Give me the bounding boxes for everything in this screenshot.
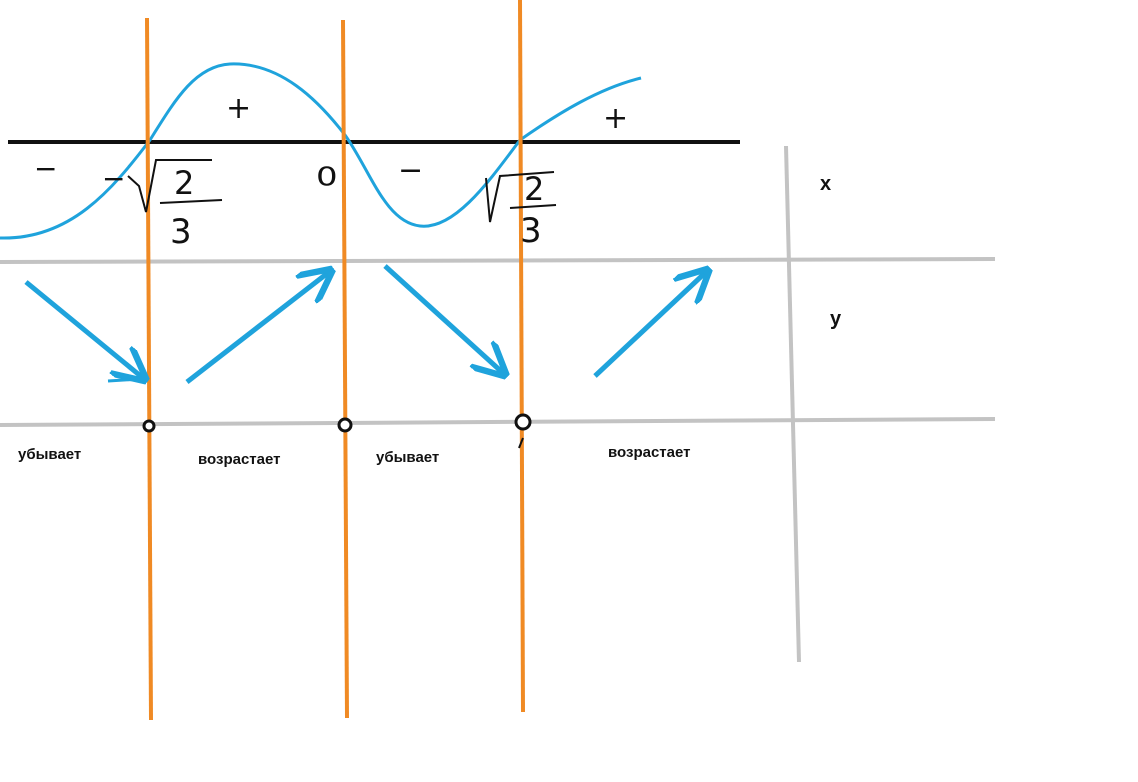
separator-right-root bbox=[518, 0, 525, 713]
left-root-fraction-bar bbox=[159, 199, 223, 204]
sign-minus-middle: − bbox=[398, 153, 423, 188]
arrow-decreasing-2 bbox=[383, 264, 503, 373]
right-root-fraction-bar bbox=[509, 204, 557, 209]
right-sqrt-symbol bbox=[485, 171, 555, 223]
sign-plus-left: + bbox=[226, 91, 251, 126]
interval-label-4: возрастает bbox=[608, 444, 690, 461]
sign-curve bbox=[0, 62, 642, 240]
left-sqrt-symbol bbox=[127, 159, 212, 213]
interval-label-2: возрастает bbox=[198, 451, 280, 468]
separator-zero bbox=[341, 19, 349, 719]
left-root-denominator: 3 bbox=[170, 212, 192, 252]
critical-point-left bbox=[142, 419, 156, 433]
arrow-decreasing-1 bbox=[24, 280, 143, 378]
sign-plus-right: + bbox=[603, 101, 628, 136]
right-root-numerator: 2 bbox=[524, 170, 544, 208]
left-root-numerator: 2 bbox=[174, 164, 194, 202]
x-axis-label: x bbox=[820, 173, 831, 195]
arrow-stroke-mark bbox=[107, 377, 141, 383]
separator-left-root bbox=[145, 17, 153, 721]
right-root-denominator: 3 bbox=[520, 211, 542, 251]
row-divider-bottom bbox=[0, 417, 996, 427]
point-tick-mark bbox=[518, 437, 524, 449]
sign-minus-left: − bbox=[34, 152, 57, 185]
sign-minus-near-root: − bbox=[102, 162, 125, 195]
arrow-increasing-2 bbox=[593, 272, 706, 378]
column-divider bbox=[784, 145, 801, 663]
interval-label-1: убывает bbox=[18, 446, 81, 463]
interval-label-3: убывает bbox=[376, 449, 439, 466]
y-axis-label: y bbox=[830, 308, 842, 330]
middle-root-zero: 0 bbox=[316, 163, 338, 193]
arrow-increasing-1 bbox=[185, 272, 329, 384]
critical-point-middle bbox=[337, 417, 353, 433]
row-divider-top bbox=[0, 257, 996, 264]
critical-point-right bbox=[514, 413, 532, 431]
